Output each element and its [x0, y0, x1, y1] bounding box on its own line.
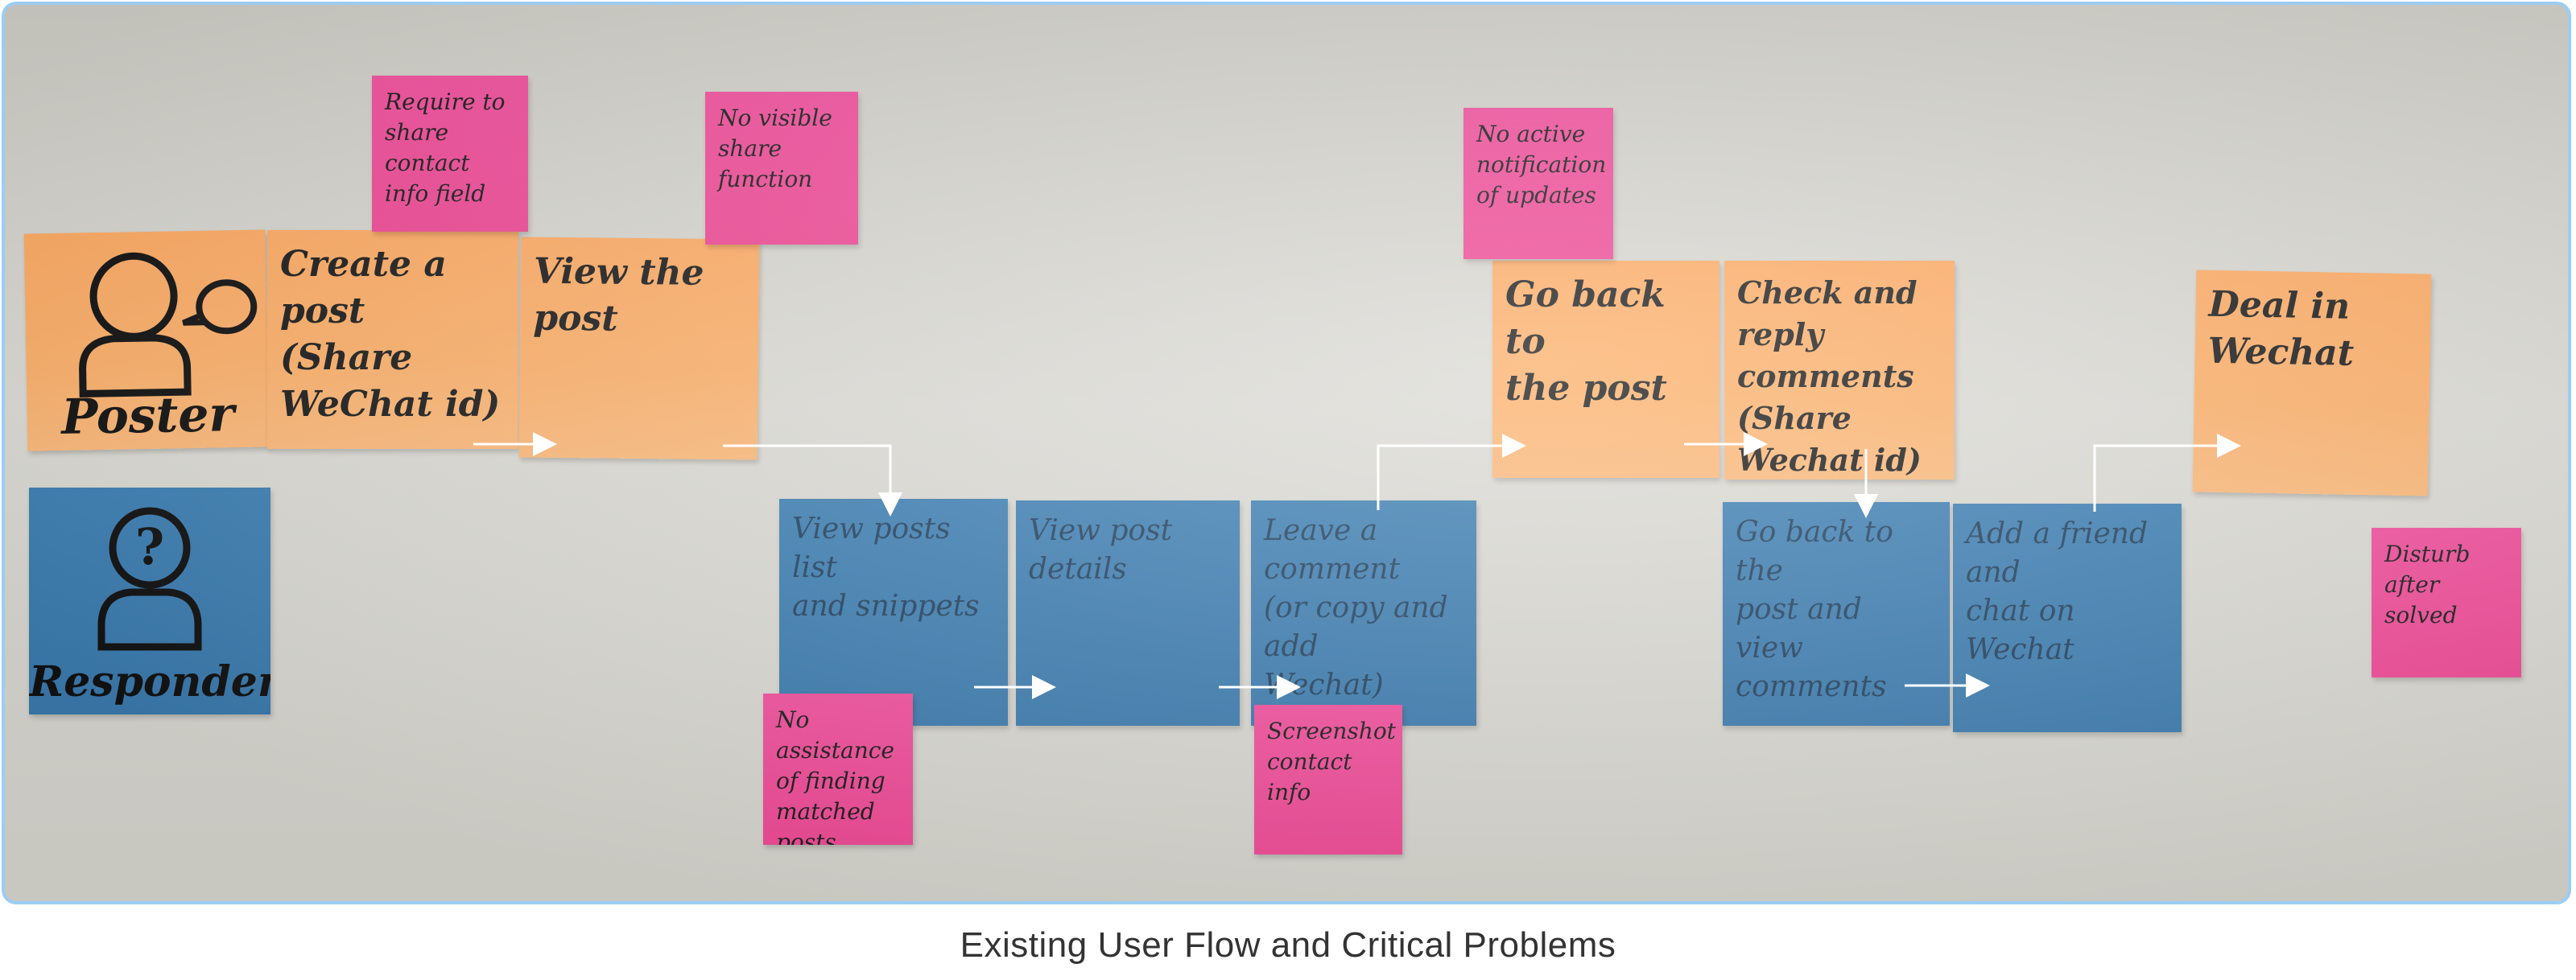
- view-list-text: View posts list and snippets: [792, 513, 980, 623]
- flow-arrows: [473, 432, 2241, 699]
- figure-caption: Existing User Flow and Critical Problems: [960, 925, 1616, 965]
- problem-no-notification-text: No active notification of updates: [1476, 121, 1607, 208]
- problem-screenshot-note: Screenshot contact info: [1254, 705, 1402, 854]
- add-friend-note: Add a friend and chat on Wechat: [1953, 504, 2182, 732]
- add-friend-text: Add a friend and chat on Wechat: [1966, 517, 2149, 666]
- arrow-add-to-deal: [2093, 434, 2241, 512]
- go-back-view-note: Go back to the post and view comments: [1723, 502, 1950, 726]
- problem-screenshot-text: Screenshot contact info: [1267, 718, 1396, 805]
- problem-no-assistance-note: No assistance of finding matched posts: [763, 694, 913, 845]
- deal-note: Deal in Wechat: [2192, 270, 2432, 496]
- problem-disturb-note: Disturb after solved: [2372, 528, 2521, 677]
- problem-require-contact-text: Require to share contact info field: [385, 89, 506, 207]
- go-back-note: Go back to the post: [1492, 261, 1719, 478]
- arrow-comment-to-goback: [1377, 434, 1526, 510]
- view-detail-text: View post details: [1029, 514, 1173, 586]
- check-reply-note: Check and reply comments (Share Wechat i…: [1724, 261, 1955, 480]
- go-back-text: Go back to the post: [1505, 274, 1667, 409]
- problem-disturb-text: Disturb after solved: [2384, 541, 2471, 628]
- deal-text: Deal in Wechat: [2207, 283, 2355, 374]
- problem-no-assistance-text: No assistance of finding matched posts: [776, 706, 894, 845]
- svg-text:?: ?: [135, 517, 164, 576]
- problem-require-contact-note: Require to share contact info field: [372, 76, 528, 232]
- view-list-note: View posts list and snippets: [779, 499, 1008, 726]
- check-reply-text: Check and reply comments (Share Wechat i…: [1737, 274, 1922, 478]
- poster-label: Poster: [60, 386, 235, 446]
- problem-no-share-note: No visible share function: [705, 92, 858, 245]
- leave-comment-text: Leave a comment (or copy and add Wechat): [1264, 514, 1448, 702]
- create-post-note: Create a post (Share WeChat id): [267, 230, 518, 449]
- create-post-text: Create a post (Share WeChat id): [280, 244, 501, 425]
- wall-photo: Poster ? Respondent Create a post (Share…: [2, 2, 2571, 904]
- respondent-label: Respondent: [29, 657, 270, 706]
- view-post-text: View the post: [533, 250, 704, 340]
- problem-no-share-text: No visible share function: [718, 105, 832, 192]
- poster-role-note: Poster: [23, 229, 270, 451]
- arrow-view-to-list: [723, 444, 902, 517]
- leave-comment-note: Leave a comment (or copy and add Wechat): [1251, 500, 1476, 726]
- view-post-note: View the post: [518, 237, 760, 460]
- view-detail-note: View post details: [1016, 500, 1240, 726]
- person-question-icon: ?: [97, 507, 202, 651]
- problem-no-notification-note: No active notification of updates: [1463, 108, 1613, 259]
- go-back-view-text: Go back to the post and view comments: [1736, 516, 1893, 703]
- person-speech-icon: [79, 252, 258, 397]
- respondent-role-note: ? Respondent: [29, 488, 270, 714]
